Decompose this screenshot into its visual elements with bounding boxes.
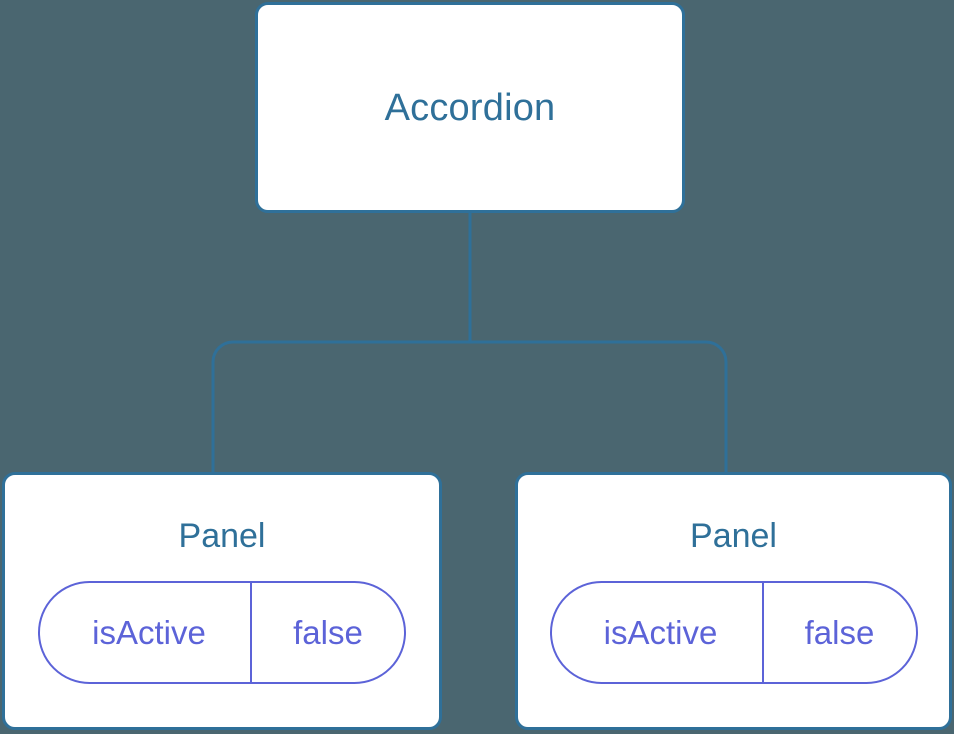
state-pill-left[interactable]: isActive false: [38, 581, 406, 684]
node-accordion[interactable]: Accordion: [255, 2, 685, 213]
node-panel-left-label: Panel: [178, 517, 266, 555]
node-accordion-label: Accordion: [384, 86, 556, 129]
state-value-left: false: [293, 614, 363, 651]
edge-branch-to-panel-left: [211, 340, 470, 474]
state-pill-right[interactable]: isActive false: [549, 581, 918, 684]
state-key-right: isActive: [552, 583, 764, 682]
node-panel-right-label: Panel: [690, 517, 777, 555]
state-value-right: false: [804, 614, 875, 651]
node-panel-left[interactable]: Panel isActive false: [2, 472, 442, 730]
node-panel-right[interactable]: Panel isActive false: [515, 472, 952, 730]
node-panel-left-content: Panel isActive false: [5, 475, 439, 684]
node-panel-right-content: Panel isActive false: [518, 475, 949, 684]
state-key-left: isActive: [40, 583, 252, 682]
edge-branch-to-panel-right: [470, 340, 728, 474]
